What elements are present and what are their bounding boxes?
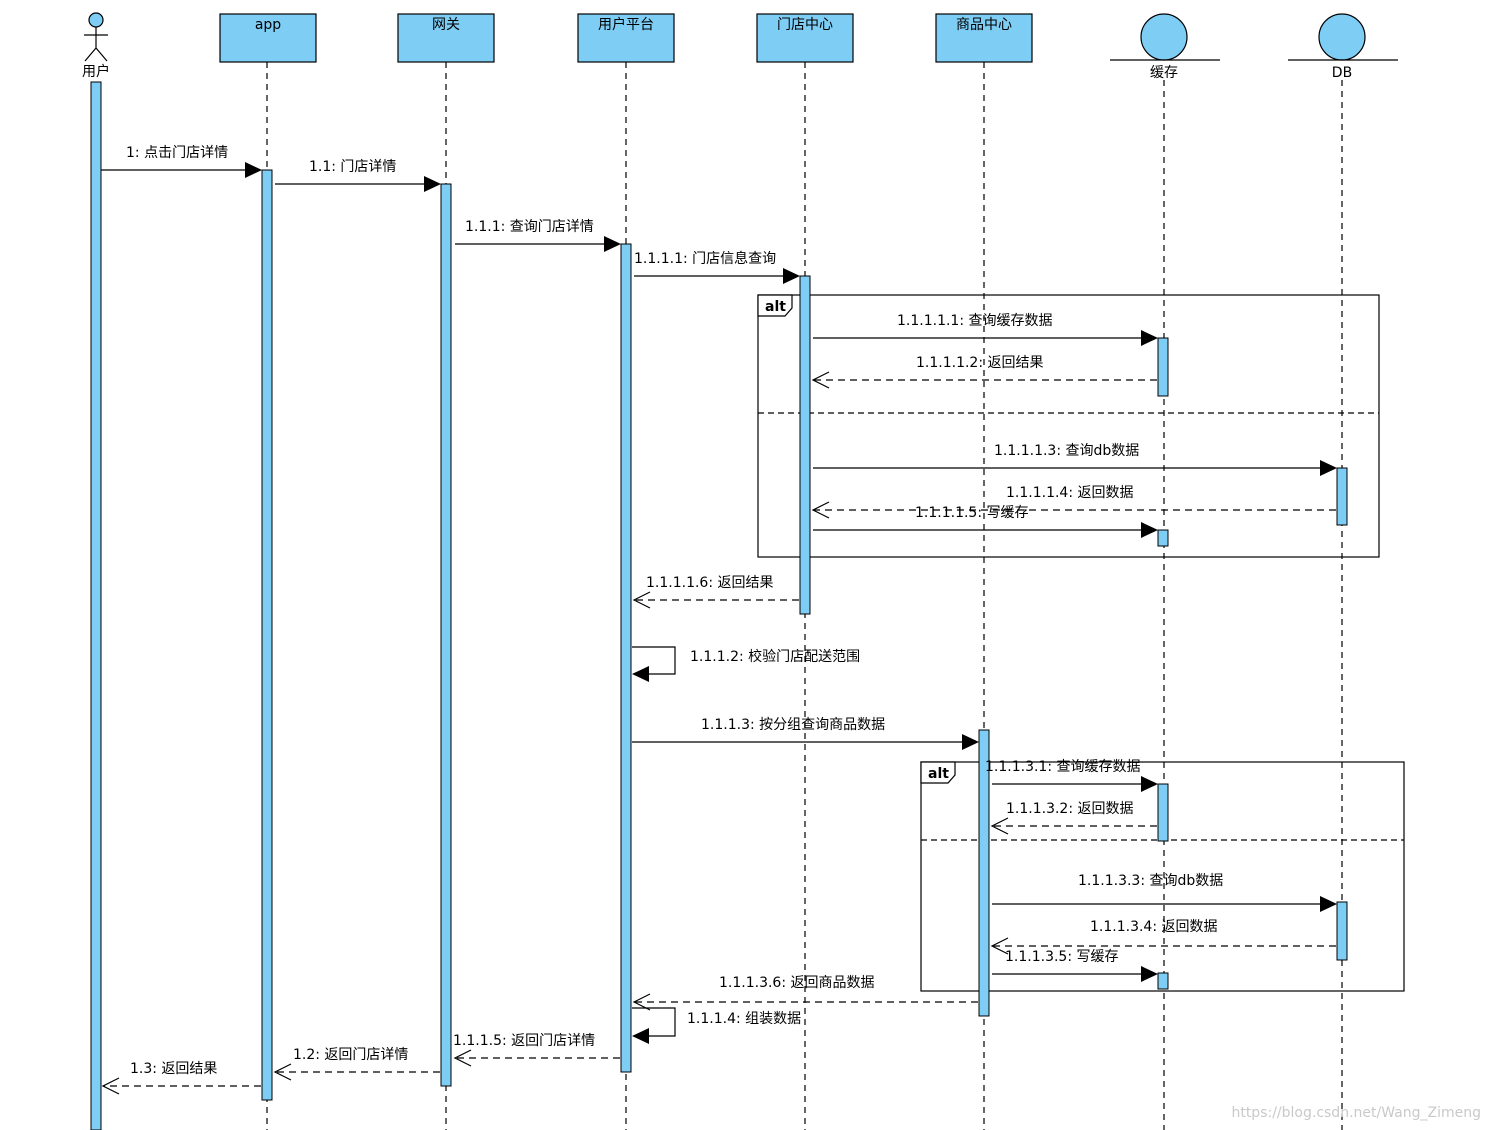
alt-fragment-store: alt — [757, 294, 1380, 558]
activation-app — [261, 169, 273, 1101]
message-1-1-1-3-2: 1.1.1.3.2: 返回数据 — [990, 801, 1157, 835]
message-label: 1.1.1: 查询门店详情 — [465, 219, 594, 235]
activation-gateway — [440, 183, 452, 1087]
participant-cache: 缓存 — [1110, 13, 1220, 81]
message-label: 1.1.1.1.2: 返回结果 — [916, 355, 1044, 371]
message-label: 1.2: 返回门店详情 — [293, 1047, 408, 1063]
message-1-1-1-3-5: 1.1.1.3.5: 写缓存 — [992, 949, 1158, 982]
participant-db: DB — [1288, 13, 1398, 81]
activation-user-platform — [620, 243, 632, 1073]
message-label: 1.1: 门店详情 — [309, 159, 396, 175]
actor-icon — [88, 12, 104, 28]
watermark: https://blog.csdn.net/Wang_Zimeng — [1231, 1105, 1481, 1121]
message-1-1-1-3-1: 1.1.1.3.1: 查询缓存数据 — [985, 759, 1158, 792]
message-1-1-1-2: 1.1.1.2: 校验门店配送范围 — [632, 646, 860, 682]
participant-gateway: 网关 — [397, 13, 495, 63]
participant-label-gateway: 网关 — [432, 17, 460, 33]
activation-cache — [1157, 783, 1169, 842]
message-label: 1.1.1.3.4: 返回数据 — [1090, 919, 1218, 935]
message-1-1-1: 1.1.1: 查询门店详情 — [455, 219, 621, 252]
activation-cache — [1157, 972, 1169, 990]
message-1-1-1-1: 1.1.1.1: 门店信息查询 — [634, 250, 800, 284]
participant-user: 用户 — [82, 12, 110, 80]
message-1-1-1-3-4: 1.1.1.3.4: 返回数据 — [990, 919, 1336, 955]
message-1-1-1-1-6: 1.1.1.1.6: 返回结果 — [632, 575, 799, 609]
fragment-operator: alt — [765, 299, 786, 315]
message-label: 1.1.1.1.1: 查询缓存数据 — [897, 313, 1053, 329]
message-label: 1.1.1.3: 按分组查询商品数据 — [701, 717, 885, 733]
participant-label-user-platform: 用户平台 — [598, 16, 654, 33]
participant-label-app: app — [255, 17, 281, 33]
message-label: 1.1.1.4: 组装数据 — [687, 1011, 801, 1027]
message-label: 1.1.1.1.5: 写缓存 — [915, 505, 1029, 521]
message-1-1-1-3: 1.1.1.3: 按分组查询商品数据 — [632, 717, 979, 750]
participant-label-user: 用户 — [82, 63, 110, 80]
activation-user — [90, 81, 102, 1130]
message-1: 1: 点击门店详情 — [101, 145, 262, 178]
message-1-1-1-1-3: 1.1.1.1.3: 查询db数据 — [813, 443, 1337, 476]
message-1-1-1-1-4: 1.1.1.1.4: 返回数据 — [811, 485, 1336, 519]
message-label: 1.1.1.1.3: 查询db数据 — [994, 443, 1139, 459]
message-1-3: 1.3: 返回结果 — [101, 1061, 261, 1095]
message-1-1-1-5: 1.1.1.5: 返回门店详情 — [453, 1033, 620, 1067]
message-1-1: 1.1: 门店详情 — [275, 159, 441, 192]
entity-icon — [1140, 13, 1188, 61]
message-label: 1.1.1.3.3: 查询db数据 — [1078, 873, 1223, 889]
message-label: 1.1.1.3.1: 查询缓存数据 — [985, 759, 1141, 775]
activation-db — [1336, 467, 1348, 526]
message-1-2: 1.2: 返回门店详情 — [273, 1047, 440, 1081]
message-label: 1.1.1.5: 返回门店详情 — [453, 1033, 595, 1049]
activation-store-center — [799, 275, 811, 615]
activation-goods-center — [978, 729, 990, 1017]
participant-label-db: DB — [1332, 65, 1352, 81]
activation-cache — [1157, 337, 1169, 397]
message-1-1-1-3-3: 1.1.1.3.3: 查询db数据 — [992, 873, 1337, 912]
participant-goods-center: 商品中心 — [935, 13, 1033, 63]
message-label: 1.1.1.3.2: 返回数据 — [1006, 801, 1134, 817]
message-1-1-1-1-2: 1.1.1.1.2: 返回结果 — [811, 355, 1157, 389]
participant-app: app — [219, 13, 317, 63]
participant-label-goods-center: 商品中心 — [956, 17, 1012, 33]
activation-db — [1336, 901, 1348, 961]
message-label: 1.1.1.3.6: 返回商品数据 — [719, 975, 875, 991]
message-label: 1.1.1.1.4: 返回数据 — [1006, 485, 1134, 501]
message-1-1-1-1-1: 1.1.1.1.1: 查询缓存数据 — [813, 313, 1158, 346]
message-label: 1.1.1.1: 门店信息查询 — [634, 250, 776, 267]
message-label: 1.1.1.1.6: 返回结果 — [646, 575, 774, 591]
participant-label-cache: 缓存 — [1150, 65, 1178, 81]
message-label: 1: 点击门店详情 — [126, 145, 228, 161]
message-label: 1.1.1.3.5: 写缓存 — [1005, 949, 1119, 965]
fragment-operator: alt — [928, 766, 949, 782]
message-1-1-1-4: 1.1.1.4: 组装数据 — [632, 1007, 801, 1044]
participant-user-platform: 用户平台 — [577, 13, 675, 63]
entity-icon — [1318, 13, 1366, 61]
participant-label-store-center: 门店中心 — [777, 17, 833, 33]
message-label: 1.3: 返回结果 — [130, 1061, 217, 1077]
message-1-1-1-1-5: 1.1.1.1.5: 写缓存 — [813, 505, 1158, 538]
participant-store-center: 门店中心 — [756, 13, 854, 63]
message-1-1-1-3-6: 1.1.1.3.6: 返回商品数据 — [632, 975, 978, 1011]
message-label: 1.1.1.2: 校验门店配送范围 — [690, 648, 860, 665]
activation-cache — [1157, 529, 1169, 547]
